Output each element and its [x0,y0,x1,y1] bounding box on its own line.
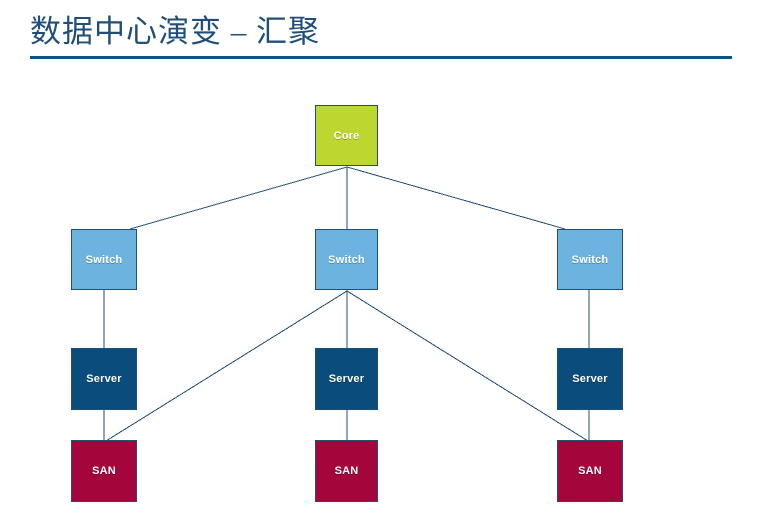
connector-lines-layer [103,166,590,442]
node-label: SAN [334,465,359,477]
node-san-l[interactable]: SAN [71,440,137,502]
node-san-r[interactable]: SAN [557,440,623,502]
node-label: SAN [92,465,116,477]
node-label: Switch [328,253,365,266]
node-label: SAN [578,465,602,477]
connector-line [105,290,348,442]
node-switch-m[interactable]: Switch [315,229,378,290]
connector-line [346,166,566,230]
connector-line [346,290,589,442]
node-label: Server [86,373,122,385]
node-switch-l[interactable]: Switch [71,229,137,290]
connector-line [129,166,348,230]
node-server-m[interactable]: Server [315,348,378,410]
node-label: Switch [85,253,123,266]
page-title: 数据中心演变 – 汇聚 [30,14,320,49]
node-label: Server [572,373,608,385]
node-san-m[interactable]: SAN [315,440,378,502]
node-server-r[interactable]: Server [557,348,623,410]
node-label: Switch [571,253,609,266]
node-core[interactable]: Core [315,105,378,166]
node-label: Core [333,129,360,142]
title-block: 数据中心演变 – 汇聚 [30,12,732,59]
node-label: Server [328,373,365,385]
title-underline-rule [30,56,732,59]
node-switch-r[interactable]: Switch [557,229,623,290]
node-server-l[interactable]: Server [71,348,137,410]
